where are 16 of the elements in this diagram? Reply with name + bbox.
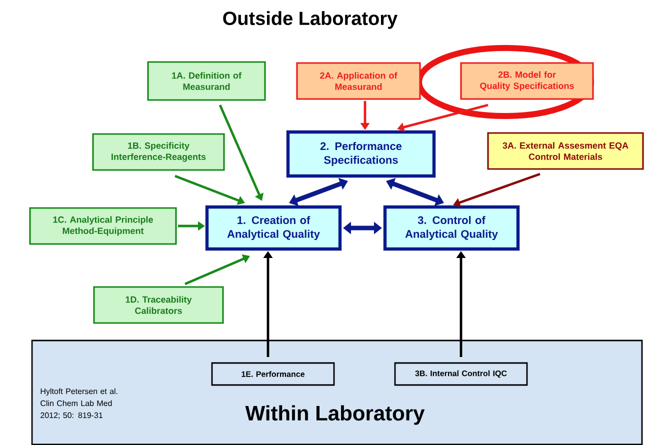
factor-box: 3A. External Assesment EQA Control Materials [487, 132, 644, 170]
factor-box: 1D. Traceability Calibrators [93, 286, 224, 324]
input-box: 1E. Performance [211, 362, 335, 386]
process-box: 3. Control of Analytical Quality [383, 205, 520, 251]
title: Outside Laboratory [223, 11, 398, 29]
factor-box: 1B. Specificity Interference-Reagents [92, 133, 225, 171]
factor-box: 2B. Model for Quality Specifications [460, 62, 594, 100]
input-box: 3B. Internal Control IQC [394, 362, 528, 386]
process-box: 2. Performance Specifications [286, 130, 436, 178]
band-heading: Within Laboratory [245, 405, 425, 425]
band [31, 340, 643, 445]
process-box: 1. Creation of Analytical Quality [205, 205, 342, 251]
factor-box: 1C. Analytical Principle Method-Equipment [29, 207, 177, 245]
citation: Hyltoft Petersen et al. Clin Chem Lab Med 2012; 50: 819-31 [40, 388, 118, 420]
factor-box: 2A. Application of Measurand [296, 62, 421, 100]
factor-box: 1A. Definition of Measurand [147, 61, 266, 101]
